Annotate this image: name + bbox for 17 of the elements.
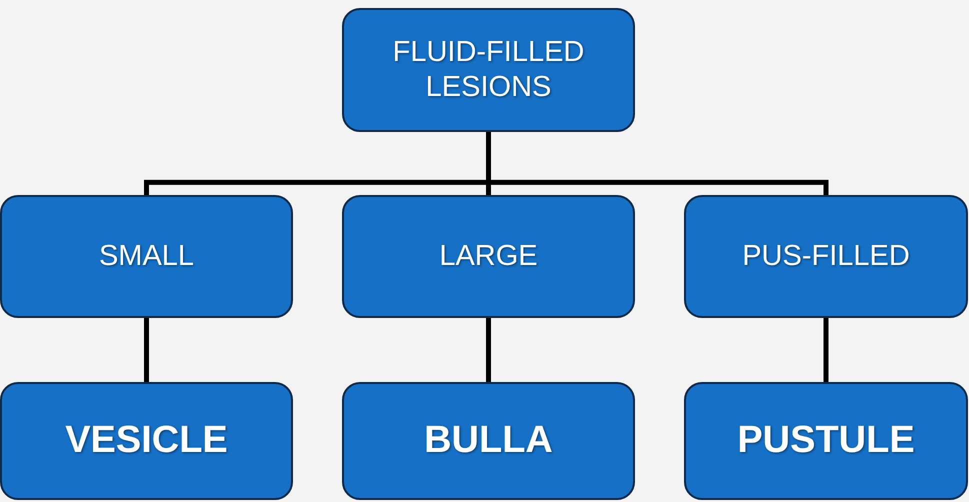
connector-line: [486, 318, 491, 382]
node-label: SMALL: [98, 239, 194, 274]
node-label: FLUID-FILLED LESIONS: [392, 35, 586, 105]
node-label: PUS-FILLED: [742, 239, 910, 274]
category-box: [342, 382, 635, 500]
category-box: [0, 382, 293, 500]
node-label: BULLA: [424, 418, 553, 464]
node-label: VESICLE: [65, 418, 228, 464]
category-box: [0, 195, 293, 318]
connector-line: [144, 318, 149, 382]
category-box: [342, 8, 635, 132]
category-box: [684, 195, 968, 318]
node-label: LARGE: [439, 239, 538, 274]
connector-line: [824, 318, 828, 382]
category-box: [342, 195, 635, 318]
category-box: [684, 382, 968, 500]
node-label: PUSTULE: [737, 418, 915, 464]
